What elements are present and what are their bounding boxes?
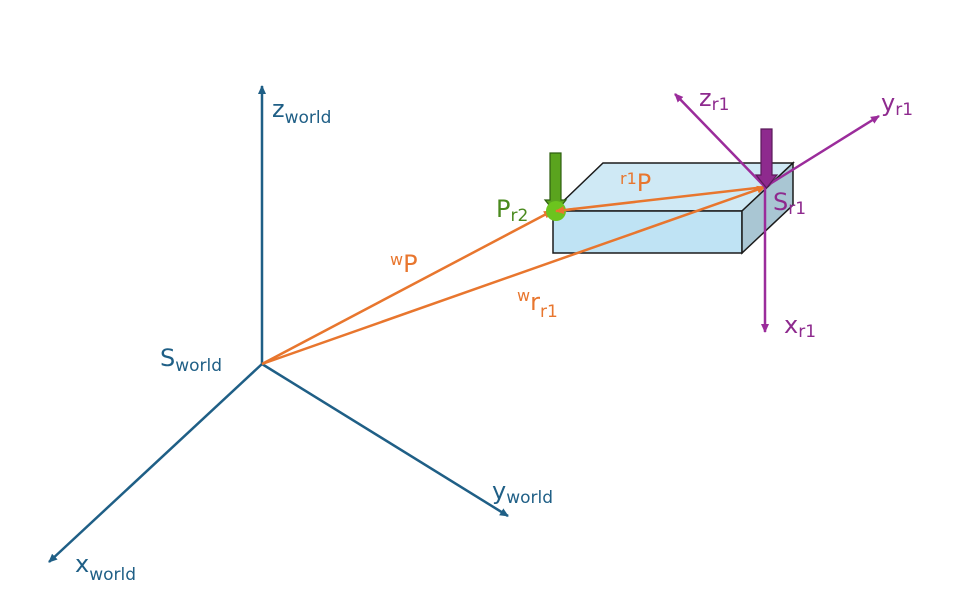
s-r1-sub: r1	[788, 199, 806, 219]
r1-p-main: P	[637, 169, 651, 197]
y-r1-label: yr1	[881, 89, 913, 120]
w-p-sup: w	[390, 250, 403, 269]
x-world-main: x	[75, 550, 89, 578]
r1-p-vector	[555, 185, 766, 213]
z-r1-label: zr1	[699, 84, 729, 115]
z-r1-sub: r1	[712, 95, 730, 115]
point-r2-marker	[543, 152, 576, 221]
y-r1-main: y	[881, 89, 895, 117]
z-r1-main: z	[699, 84, 712, 112]
x-world-axis	[48, 363, 263, 563]
world-axes	[48, 85, 509, 563]
y-world-label: yworld	[492, 477, 553, 508]
r1-frame-axes	[674, 93, 880, 333]
p-r2-label: Pr2	[496, 195, 528, 226]
z-world-label: zworld	[272, 95, 331, 128]
s-world-sub: world	[175, 356, 222, 376]
w-r-r1-label: wrr1	[517, 286, 558, 322]
r1-p-sup: r1	[620, 169, 637, 188]
x-r1-main: x	[784, 311, 798, 339]
w-r-r1-vector	[261, 185, 766, 366]
w-p-label: wP	[390, 250, 418, 278]
s-world-label: Sworld	[160, 344, 222, 376]
y-r1-axis	[764, 114, 880, 189]
purple-down-arrow	[754, 128, 779, 189]
box-front-face	[552, 210, 743, 254]
r1-p-label: r1P	[620, 169, 651, 197]
z-r1-axis	[674, 93, 766, 188]
s-world-main: S	[160, 344, 175, 372]
s-r1-label: Sr1	[773, 188, 806, 219]
w-r-r1-sup: w	[517, 286, 530, 305]
x-r1-label: xr1	[784, 311, 816, 342]
p-r2-main: P	[496, 195, 510, 223]
x-world-sub: world	[89, 565, 136, 585]
y-r1-sub: r1	[895, 100, 913, 120]
p-r2-sub: r2	[510, 206, 528, 226]
y-world-axis	[261, 362, 509, 518]
y-world-sub: world	[506, 488, 553, 508]
w-r-r1-main: r	[530, 288, 540, 316]
w-p-vector	[261, 209, 553, 366]
w-p-main: P	[403, 250, 417, 278]
z-world-sub: world	[285, 108, 332, 128]
w-r-r1-sub: r1	[540, 302, 558, 322]
z-world-main: z	[272, 95, 285, 123]
x-r1-sub: r1	[798, 322, 816, 342]
position-vectors	[261, 185, 766, 366]
y-world-main: y	[492, 477, 506, 505]
r1-p-arrowhead-tip	[555, 206, 576, 215]
x-world-label: xworld	[75, 550, 136, 585]
s-r1-main: S	[773, 188, 788, 216]
